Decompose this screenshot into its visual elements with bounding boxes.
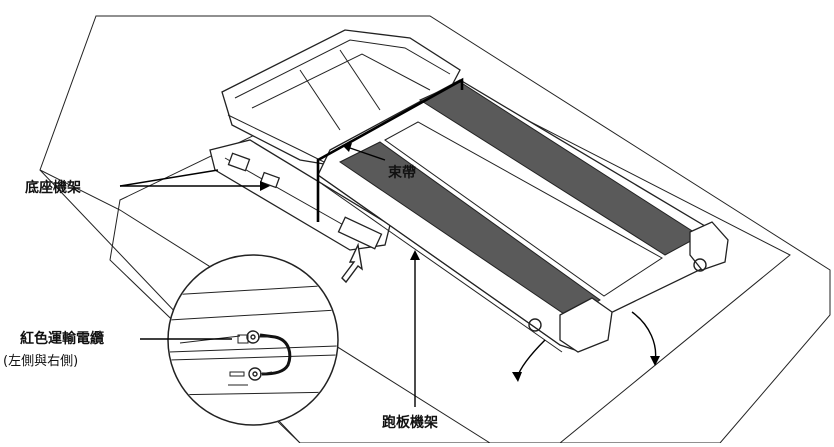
- label-red-cable-note: (左側與右側): [3, 354, 78, 369]
- label-strap: 束帶: [388, 164, 416, 181]
- label-deck-frame: 跑板機架: [382, 414, 438, 431]
- strap: [316, 77, 464, 222]
- belt-rail-left: [339, 141, 601, 319]
- running-deck: [317, 79, 729, 353]
- base-frame: [209, 139, 391, 251]
- detail-pointer-arrow: [341, 242, 363, 284]
- label-red-cable: 紅色運輸電纜: [20, 330, 104, 347]
- label-base-frame: 底座機架: [25, 179, 81, 196]
- detail-magnifier: [167, 254, 339, 426]
- rotation-arrows: [512, 311, 660, 382]
- leader-lines: [119, 143, 420, 407]
- red-cable-graphic: [246, 330, 292, 381]
